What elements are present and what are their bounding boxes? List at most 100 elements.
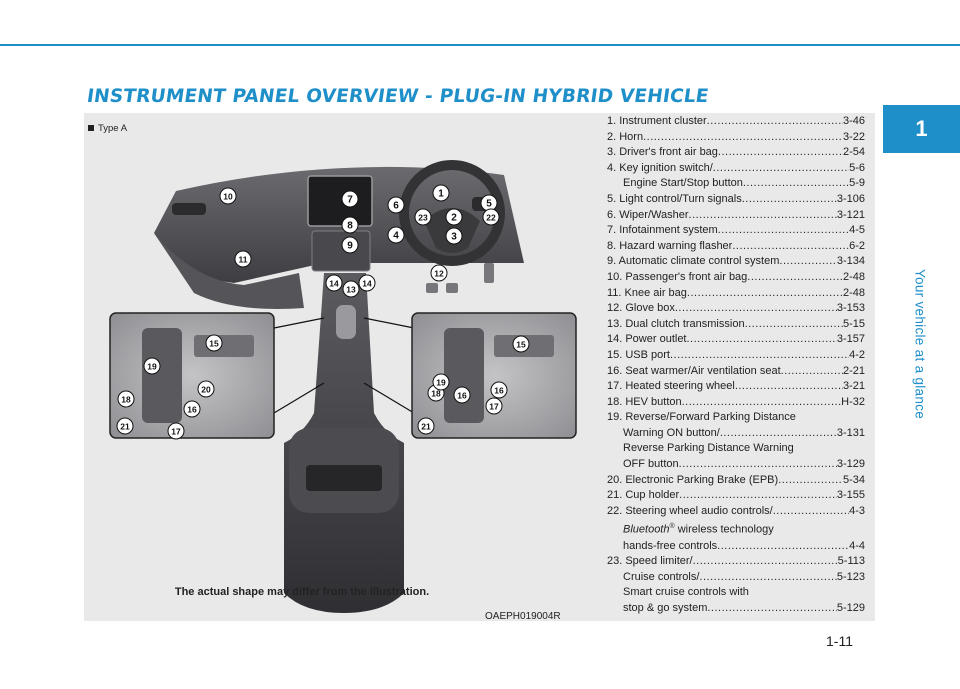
index-label: 18. HEV button: [607, 395, 682, 408]
index-entry[interactable]: 13. Dual clutch transmission5-15: [607, 317, 865, 333]
callout-number: 21: [120, 422, 130, 432]
index-page: 4-3: [849, 504, 865, 517]
left-inset-shifter: [142, 328, 182, 423]
index-entry[interactable]: Bluetooth® wireless technology: [623, 523, 774, 537]
index-entry[interactable]: 22. Steering wheel audio controls/4-3: [607, 504, 865, 520]
index-entry[interactable]: 8. Hazard warning flasher6-2: [607, 239, 865, 255]
index-label: 15. USB port: [607, 348, 670, 361]
index-label: 8. Hazard warning flasher: [607, 239, 733, 252]
index-label: 1. Instrument cluster: [607, 115, 707, 127]
index-entry[interactable]: 9. Automatic climate control system3-134: [607, 254, 865, 270]
leader-dots: [687, 286, 843, 302]
callout-number: 16: [457, 391, 467, 401]
index-entry[interactable]: Smart cruise controls with: [607, 585, 865, 601]
index-label: Warning ON button/: [623, 426, 720, 439]
index-entry[interactable]: 11. Knee air bag2-48: [607, 286, 865, 302]
index-entry[interactable]: 12. Glove box 3-153: [607, 301, 865, 317]
index-entry[interactable]: OFF button3-129: [607, 457, 865, 473]
page-number: 1-11: [826, 633, 853, 649]
callout-number: 3: [451, 232, 457, 243]
leader-dots: [773, 504, 849, 520]
index-label: 5. Light control/Turn signals: [607, 192, 742, 205]
index-page: 5-6: [849, 161, 865, 174]
callout-circle: [117, 390, 135, 408]
index-entry[interactable]: 14. Power outlet3-157: [607, 332, 865, 348]
callout-number: 17: [489, 402, 499, 412]
index-page: H-32: [841, 395, 865, 408]
leader-dots: [779, 254, 836, 270]
index-entry[interactable]: 20. Electronic Parking Brake (EPB)5-34: [607, 473, 865, 489]
callout-circle: [341, 236, 359, 254]
leader-dots: [745, 317, 843, 333]
callout-number: 11: [239, 255, 248, 265]
index-entry[interactable]: 1. Instrument cluster3-46: [607, 114, 865, 130]
index-label: 17. Heated steering wheel: [607, 380, 735, 393]
index-entry[interactable]: 23. Speed limiter/5-113: [607, 554, 865, 570]
index-entry[interactable]: Cruise controls/5-123: [607, 570, 865, 586]
index-entry[interactable]: 10. Passenger's front air bag 2-48: [607, 270, 865, 286]
index-entry[interactable]: 6. Wiper/Washer3-121: [607, 208, 865, 224]
index-label: 19. Reverse/Forward Parking Distance: [607, 411, 796, 424]
callout-number: 6: [393, 201, 399, 212]
left-inset-view: [109, 312, 275, 439]
callout-line: [273, 317, 325, 329]
index-label: 16. Seat warmer/Air ventilation seat: [607, 364, 781, 377]
index-entry[interactable]: Reverse Parking Distance Warning: [607, 441, 865, 457]
type-label: Type A: [88, 123, 127, 134]
index-entry[interactable]: 16. Seat warmer/Air ventilation seat2-21: [607, 364, 865, 380]
callout-circle: [432, 184, 450, 202]
leader-dots: [643, 130, 843, 146]
leader-dots: [732, 239, 849, 255]
index-entry[interactable]: 4. Key ignition switch/5-6: [607, 161, 865, 177]
index-label: 12. Glove box: [607, 302, 675, 315]
index-entry[interactable]: Warning ON button/3-131: [607, 426, 865, 442]
index-entry[interactable]: 3. Driver's front air bag2-54: [607, 145, 865, 161]
leader-dots: [689, 208, 837, 224]
right-inset-shifter: [444, 328, 484, 423]
callout-circle: [341, 216, 359, 234]
index-entry[interactable]: Engine Start/Stop button5-9: [607, 176, 865, 192]
index-page: 5-15: [842, 317, 865, 330]
chapter-tab[interactable]: 1: [883, 105, 960, 153]
index-label: 11. Knee air bag: [607, 286, 687, 299]
index-page: 3-153: [836, 302, 865, 315]
leader-dots: [699, 570, 836, 586]
index-entry[interactable]: 15. USB port 4-2: [607, 348, 865, 364]
callout-circle: [116, 417, 134, 435]
index-label: 7. Infotainment system: [607, 224, 718, 237]
index-label: Smart cruise controls with: [623, 586, 749, 599]
index-label: OFF button: [623, 458, 679, 471]
leader-dots: [687, 332, 837, 348]
callout-number: 17: [171, 427, 181, 437]
callout-number: 13: [346, 285, 356, 295]
leader-dots: [718, 145, 843, 161]
callout-circle: [219, 187, 237, 205]
index-label: 10. Passenger's front air bag: [607, 270, 748, 283]
index-entry[interactable]: 5. Light control/Turn signals3-106: [607, 192, 865, 208]
callout-number: 22: [486, 213, 496, 223]
index-page: 5-123: [836, 570, 865, 583]
index-label: 6. Wiper/Washer: [607, 208, 689, 221]
leader-dots: [718, 223, 849, 239]
callout-number: 18: [431, 389, 441, 399]
leader-dots: [679, 488, 837, 504]
callout-number: 18: [121, 395, 131, 405]
index-entry[interactable]: 19. Reverse/Forward Parking Distance: [607, 410, 865, 426]
index-list: 1. Instrument cluster3-462. Horn3-223. D…: [607, 114, 865, 617]
pedal: [446, 283, 458, 293]
index-page: 4-2: [849, 348, 865, 361]
index-entry[interactable]: 2. Horn3-22: [607, 130, 865, 146]
index-entry[interactable]: 7. Infotainment system4-5: [607, 223, 865, 239]
callout-number: 19: [436, 378, 446, 388]
index-entry[interactable]: 21. Cup holder3-155: [607, 488, 865, 504]
index-entry[interactable]: hands-free controls4-4: [607, 539, 865, 555]
index-page: 2-48: [842, 270, 865, 283]
callout-circle: [341, 190, 359, 208]
index-entry[interactable]: 18. HEV button H-32: [607, 395, 865, 411]
index-page: 3-157: [836, 333, 865, 346]
callout-number: 7: [347, 195, 353, 206]
index-entry[interactable]: stop & go system5-129: [607, 601, 865, 617]
index-entry[interactable]: 17. Heated steering wheel3-21: [607, 379, 865, 395]
callout-number: 4: [393, 231, 399, 242]
